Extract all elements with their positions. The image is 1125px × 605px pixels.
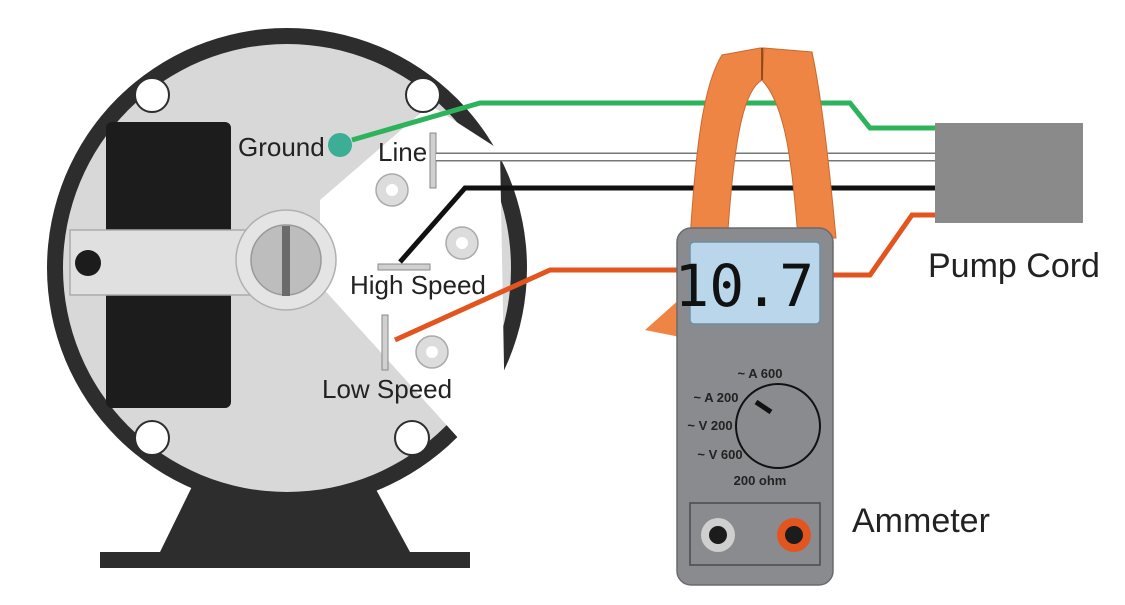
mounting-hole bbox=[134, 77, 170, 113]
pump-cord-box bbox=[935, 123, 1083, 223]
probe-jack-panel bbox=[689, 502, 821, 566]
mounting-hole bbox=[134, 420, 170, 456]
label-high-speed: High Speed bbox=[350, 270, 486, 300]
switch-rivet bbox=[75, 250, 101, 276]
low-speed-wire-cord bbox=[832, 212, 935, 278]
label-line: Line bbox=[378, 137, 427, 167]
dial-setting-v600: ~ V 600 bbox=[697, 447, 742, 462]
high-speed-terminal-bar bbox=[377, 263, 431, 271]
shaft-slot bbox=[282, 226, 290, 296]
ground-wire bbox=[351, 100, 935, 143]
ammeter: 10.7 ~ A 600 ~ A 200 ~ V 200 ~ V 600 200… bbox=[674, 227, 834, 586]
label-pump-cord: Pump Cord bbox=[928, 247, 1100, 285]
label-low-speed: Low Speed bbox=[322, 374, 452, 404]
dial-setting-a200: ~ A 200 bbox=[694, 390, 739, 405]
dial-setting-a600: ~ A 600 bbox=[738, 366, 783, 381]
low-speed-wire bbox=[393, 267, 680, 343]
label-ammeter: Ammeter bbox=[852, 502, 990, 540]
high-speed-wire bbox=[398, 185, 935, 264]
terminals bbox=[328, 132, 479, 371]
selector-dial[interactable] bbox=[735, 383, 821, 469]
wires bbox=[351, 100, 935, 343]
ground-terminal bbox=[328, 133, 352, 157]
lcd-display bbox=[689, 241, 821, 325]
dial-setting-ohm: 200 ohm bbox=[734, 473, 787, 488]
mounting-hole bbox=[405, 77, 441, 113]
terminal-cavity bbox=[320, 105, 505, 440]
lcd-reading: 10.7 bbox=[674, 252, 814, 320]
dial-pointer bbox=[754, 399, 773, 415]
dial-setting-v200: ~ V 200 bbox=[687, 418, 732, 433]
motor-end-bell bbox=[47, 28, 527, 508]
mounting-hole bbox=[394, 420, 430, 456]
label-ground: Ground bbox=[238, 132, 325, 162]
line-terminal-bar bbox=[429, 132, 437, 189]
low-speed-terminal-bar bbox=[381, 314, 389, 371]
